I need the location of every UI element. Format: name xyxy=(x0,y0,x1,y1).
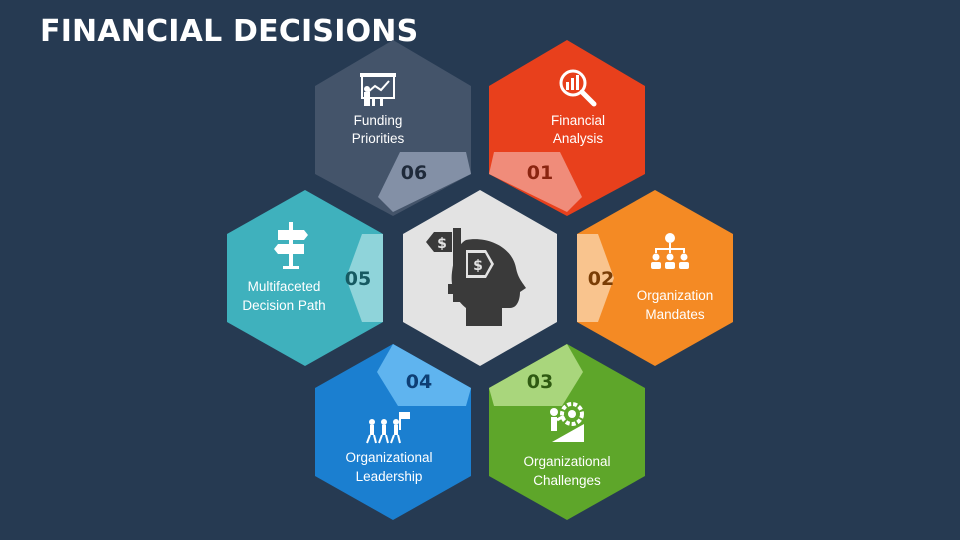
hex-02-label-line2: Mandates xyxy=(645,307,705,322)
hex-03-tab xyxy=(489,344,583,406)
hex-item-05: 05 Multifaceted Decision Path xyxy=(227,190,383,366)
hex-04-label-line1: Organizational xyxy=(345,450,432,465)
hex-06-tab xyxy=(378,152,471,212)
hex-04-label-line2: Leadership xyxy=(356,469,423,484)
hex-03-label-line2: Challenges xyxy=(533,473,601,488)
hex-04-number: 04 xyxy=(406,371,432,393)
presentation-board-icon xyxy=(360,73,396,106)
leader-with-flag-icon xyxy=(366,412,410,444)
person-pushing-gear-icon xyxy=(550,402,584,442)
hex-05-label-line2: Decision Path xyxy=(242,298,325,313)
hex-item-01: 01 Financial Analysis xyxy=(489,40,645,216)
center-hex: $ $ xyxy=(403,190,557,366)
hex-05-label-line1: Multifaceted xyxy=(248,279,321,294)
svg-text:$: $ xyxy=(437,236,447,252)
hex-05-number: 05 xyxy=(345,268,371,290)
hex-03-number: 03 xyxy=(527,371,553,393)
hex-01-label-line1: Financial xyxy=(551,113,605,128)
svg-text:$: $ xyxy=(473,258,483,274)
hex-item-03: 03 Organizational Challenges xyxy=(489,344,645,520)
hex-06-label-line1: Funding xyxy=(354,113,403,128)
hex-item-02: 02 Organization Mandates xyxy=(577,190,733,366)
hex-item-06: 06 Funding Priorities xyxy=(315,40,471,216)
org-hierarchy-icon xyxy=(651,233,689,269)
head-money-decision-icon: $ $ xyxy=(426,228,526,326)
hex-04-tab xyxy=(377,344,471,406)
hex-05-shape xyxy=(227,190,383,366)
magnifier-chart-icon xyxy=(559,69,597,107)
hex-03-label-line1: Organizational xyxy=(523,454,610,469)
hex-01-label-line2: Analysis xyxy=(553,131,604,146)
hex-02-number: 02 xyxy=(588,268,614,290)
hex-05-tab xyxy=(346,234,383,322)
slide-title: FINANCIAL DECISIONS xyxy=(40,14,419,49)
hex-01-tab xyxy=(489,152,582,212)
hex-02-label-line1: Organization xyxy=(637,288,714,303)
hex-item-04: 04 Organizational Leadership xyxy=(315,344,471,520)
hex-06-label-line2: Priorities xyxy=(352,131,405,146)
hex-06-number: 06 xyxy=(401,162,427,184)
signpost-icon xyxy=(274,222,308,269)
hex-01-number: 01 xyxy=(527,162,553,184)
hex-02-shape xyxy=(577,190,733,366)
hex-02-tab xyxy=(577,234,614,322)
